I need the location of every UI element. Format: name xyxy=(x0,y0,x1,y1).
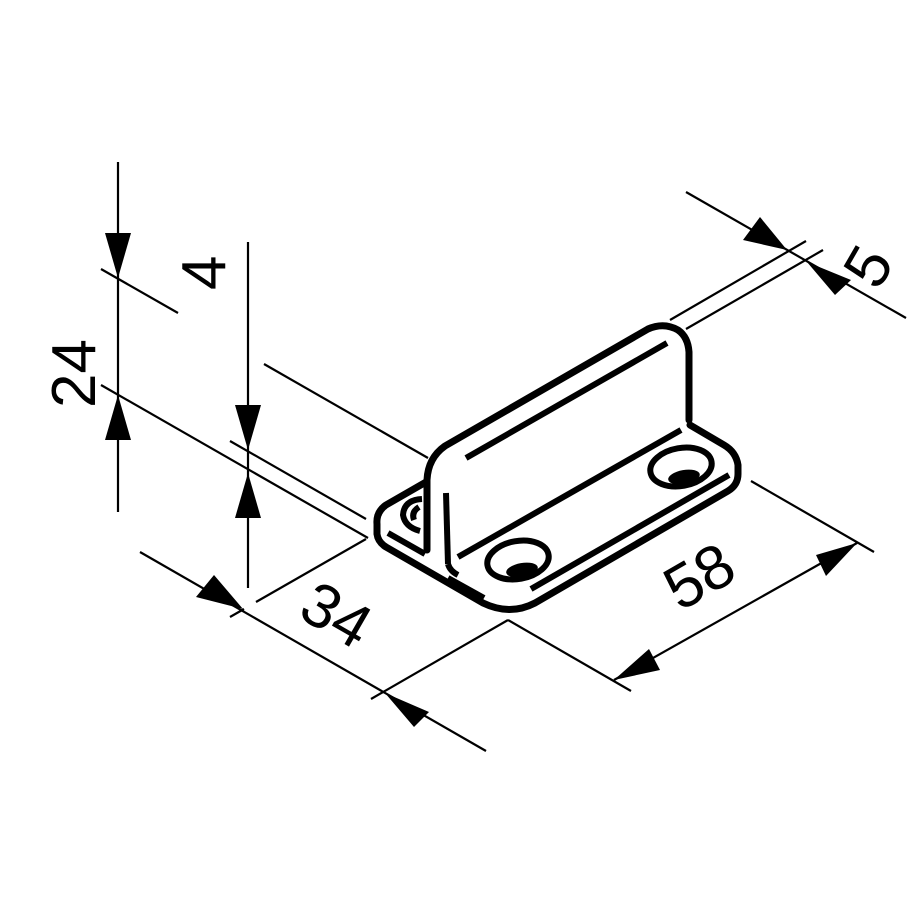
upright-wall-top-edge xyxy=(464,340,669,461)
dimension-height: 24 xyxy=(40,162,369,539)
dimension-34-label: 34 xyxy=(289,568,383,662)
upright-wall-base-edge xyxy=(456,427,683,560)
base-plate-front-edge-2 xyxy=(529,472,731,592)
base-plate-inner-edge xyxy=(386,530,427,557)
mounting-hole-left xyxy=(399,496,423,534)
upright-wall-fillet xyxy=(445,563,460,578)
mounting-hole-right xyxy=(647,444,715,490)
dimension-58-label: 58 xyxy=(653,530,747,624)
base-plate-outline xyxy=(373,421,742,613)
mounting-hole-center xyxy=(484,537,552,583)
base-plate-front-edge xyxy=(446,575,486,601)
dimension-5-label: 5 xyxy=(830,235,907,299)
dimension-24-label: 24 xyxy=(40,339,109,408)
dimension-wall-thickness: 5 xyxy=(669,191,907,330)
upright-wall-front-vertical xyxy=(443,492,451,565)
dimension-4-label: 4 xyxy=(170,256,239,290)
dimension-plate-thickness: 4 xyxy=(170,242,429,588)
bracket-part xyxy=(373,322,742,613)
upright-wall-outline xyxy=(423,322,693,554)
